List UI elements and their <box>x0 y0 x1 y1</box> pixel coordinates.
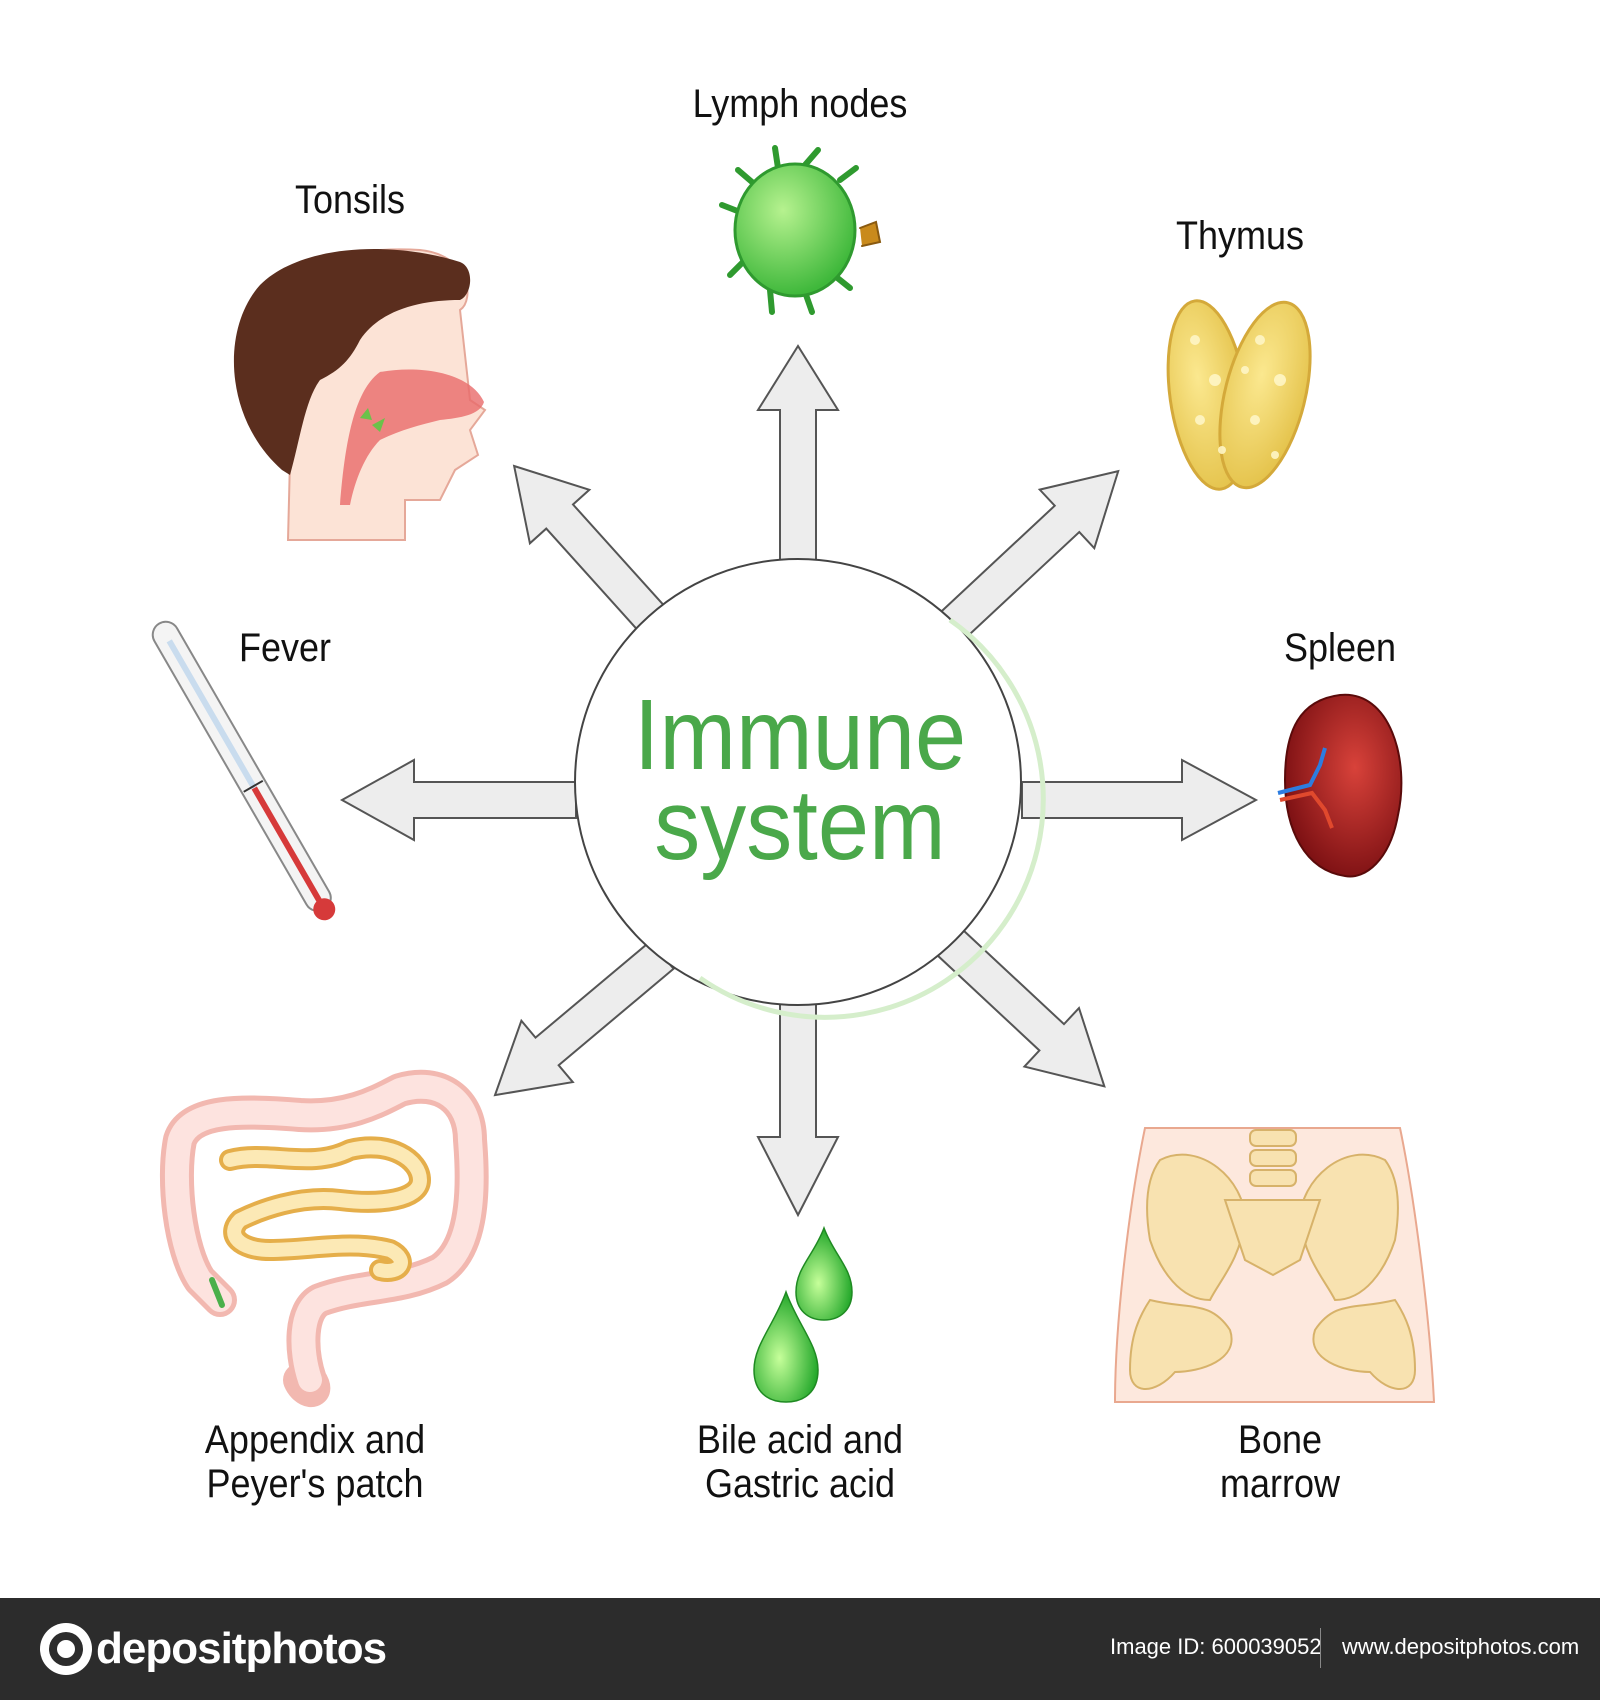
arrow-right <box>1021 758 1259 842</box>
label-thymus: Thymus <box>1175 214 1305 258</box>
lymph-node-illustration <box>719 145 882 315</box>
label-appendix: Appendix and Peyer's patch <box>189 1418 441 1506</box>
label-bile-line1: Bile acid and <box>696 1418 904 1462</box>
label-lymph-nodes: Lymph nodes <box>692 82 908 126</box>
center-circle-highlight <box>698 617 1046 1020</box>
arrow-down-left <box>493 939 675 1097</box>
arrow-left <box>339 758 577 842</box>
label-tonsils: Tonsils <box>294 178 406 222</box>
tonsils-head-illustration <box>233 248 487 541</box>
label-appendix-line2: Peyer's patch <box>206 1462 424 1506</box>
label-fever: Fever <box>238 626 332 670</box>
label-bone-marrow: Bone marrow <box>1154 1418 1406 1506</box>
immune-system-diagram <box>151 145 1436 1407</box>
intestines-illustration <box>159 1069 489 1407</box>
footer-divider <box>1320 1628 1321 1668</box>
label-bile-line2: Gastric acid <box>704 1462 896 1506</box>
center-title: Immune system <box>598 679 1003 881</box>
site-link[interactable]: www.depositphotos.com <box>1342 1634 1580 1659</box>
arrow-down <box>756 994 840 1218</box>
logo-text[interactable]: depositphotos <box>96 1624 387 1673</box>
center-title-line1: Immune <box>633 679 967 791</box>
arrow-up-right <box>936 469 1120 643</box>
arrow-up <box>756 344 840 571</box>
footer-bar: depositphotos Image ID: 600039052 www.de… <box>0 1598 1600 1700</box>
center-circle <box>574 558 1022 1006</box>
logo-icon <box>40 1623 92 1675</box>
thermometer-illustration <box>151 620 336 921</box>
label-bone-line2: marrow <box>1219 1462 1341 1506</box>
acid-drops-illustration <box>753 1225 853 1403</box>
center-title-line2: system <box>654 769 946 881</box>
thymus-illustration <box>1166 299 1312 491</box>
label-bile-acid: Bile acid and Gastric acid <box>674 1418 926 1506</box>
spleen-illustration <box>1277 693 1403 878</box>
image-id-text: Image ID: 600039052 <box>1110 1634 1322 1659</box>
label-appendix-line1: Appendix and <box>204 1418 426 1462</box>
label-bone-line1: Bone <box>1237 1418 1323 1462</box>
label-spleen: Spleen <box>1283 626 1397 670</box>
arrow-up-left <box>512 464 675 642</box>
arrow-down-right <box>928 920 1106 1088</box>
pelvis-bone-marrow-illustration <box>1113 1127 1436 1403</box>
